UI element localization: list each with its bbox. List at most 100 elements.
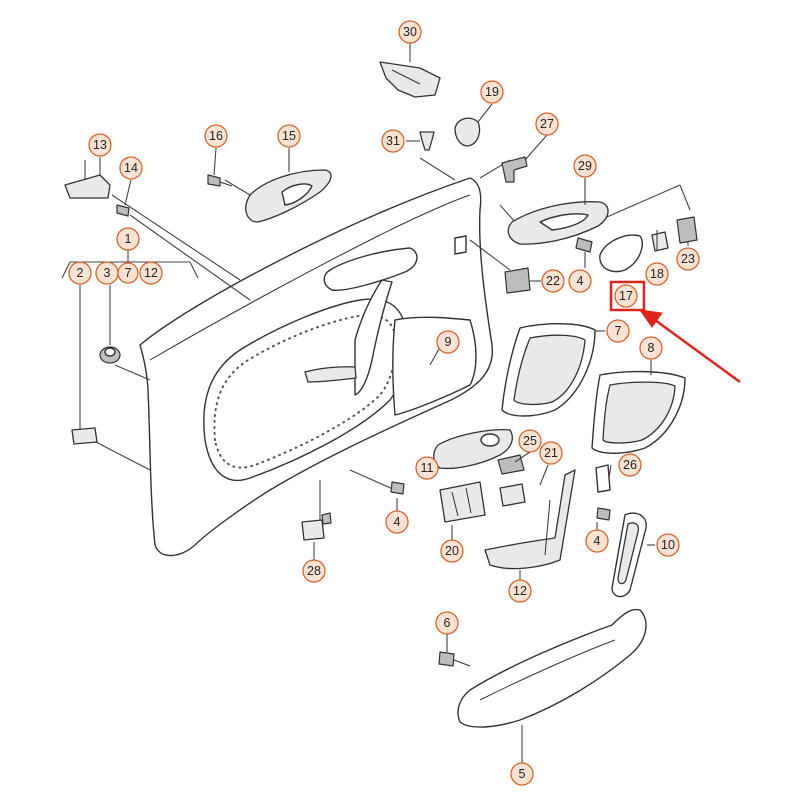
svg-text:7: 7 (615, 324, 622, 338)
highlight-box (609, 280, 646, 312)
callout-20[interactable]: 20 (440, 539, 464, 563)
svg-text:16: 16 (209, 129, 223, 143)
svg-text:3: 3 (104, 266, 111, 280)
callout-2[interactable]: 2 (68, 261, 92, 285)
svg-text:13: 13 (93, 138, 107, 152)
callout-6[interactable]: 6 (435, 611, 459, 635)
svg-text:30: 30 (403, 25, 417, 39)
svg-text:4: 4 (594, 534, 601, 548)
svg-text:20: 20 (445, 544, 459, 558)
svg-text:9: 9 (445, 335, 452, 349)
svg-text:10: 10 (661, 538, 675, 552)
svg-text:14: 14 (124, 161, 138, 175)
callout-11[interactable]: 11 (415, 456, 439, 480)
callout-8[interactable]: 8 (639, 336, 663, 360)
callout-31[interactable]: 31 (381, 129, 405, 153)
part-15-handle-housing (245, 169, 332, 223)
part-16-screw (207, 174, 233, 187)
svg-text:4: 4 (577, 274, 584, 288)
part-18-cover (651, 231, 669, 252)
svg-text:27: 27 (540, 117, 554, 131)
callout-7-trim[interactable]: 7 (606, 319, 630, 343)
group-bracket-1 (61, 250, 199, 279)
part-27-clip (501, 156, 528, 183)
callout-18[interactable]: 18 (645, 262, 669, 286)
callout-30[interactable]: 30 (398, 20, 422, 44)
callout-4-right[interactable]: 4 (585, 529, 609, 553)
highlight-arrow-head (638, 309, 663, 328)
svg-text:22: 22 (546, 274, 560, 288)
callout-5[interactable]: 5 (510, 762, 534, 786)
callout-1[interactable]: 1 (116, 227, 140, 251)
part-14-screw (116, 204, 130, 217)
part-12-armrest-frame (484, 469, 576, 570)
svg-text:26: 26 (623, 458, 637, 472)
svg-text:8: 8 (648, 341, 655, 355)
svg-text:25: 25 (523, 434, 537, 448)
svg-text:29: 29 (578, 159, 592, 173)
callout-21[interactable]: 21 (539, 441, 563, 465)
svg-text:6: 6 (444, 616, 451, 630)
part-22-switch (504, 267, 531, 294)
callout-15[interactable]: 15 (277, 124, 301, 148)
part-4-screw-b (596, 507, 611, 521)
part-31-clip (419, 131, 435, 151)
svg-text:7: 7 (125, 266, 132, 280)
svg-text:31: 31 (386, 134, 400, 148)
part-17-trim-cover (599, 234, 643, 273)
part-28-clip (301, 512, 332, 541)
part-20-switch (439, 481, 486, 523)
part-30-bracket (379, 61, 441, 98)
svg-text:19: 19 (485, 85, 499, 99)
part-21-button (499, 483, 526, 507)
callout-28[interactable]: 28 (302, 559, 326, 583)
callout-13[interactable]: 13 (88, 133, 112, 157)
callout-12-frame[interactable]: 12 (508, 579, 532, 603)
part-10-trim-strip (611, 512, 647, 598)
part-25-gasket (497, 454, 525, 475)
callout-19[interactable]: 19 (480, 80, 504, 104)
part-6-bolt (438, 651, 471, 667)
door-trim-panel (139, 177, 494, 557)
svg-text:28: 28 (307, 564, 321, 578)
callout-17[interactable]: 17 (614, 284, 638, 308)
svg-text:4: 4 (394, 515, 401, 529)
svg-text:12: 12 (513, 584, 527, 598)
svg-text:2: 2 (77, 266, 84, 280)
svg-text:1: 1 (125, 232, 132, 246)
callout-23[interactable]: 23 (676, 247, 700, 271)
highlight-marker (609, 280, 741, 384)
callout-22[interactable]: 22 (541, 269, 565, 293)
svg-text:12: 12 (144, 266, 158, 280)
part-5-armrest-cover (457, 608, 647, 728)
part-13-bracket (64, 160, 111, 199)
part-8-trim-ring (591, 370, 686, 454)
callout-25[interactable]: 25 (518, 429, 542, 453)
callout-16[interactable]: 16 (204, 124, 228, 148)
part-29-interior-handle (507, 201, 609, 253)
callout-26[interactable]: 26 (618, 453, 642, 477)
callout-3[interactable]: 3 (95, 261, 119, 285)
part-23-switch (676, 216, 698, 244)
callout-4-middle[interactable]: 4 (385, 510, 409, 534)
callout-14[interactable]: 14 (119, 156, 143, 180)
part-19-cap (454, 117, 481, 147)
callout-27[interactable]: 27 (535, 112, 559, 136)
callout-7-group[interactable]: 7 (117, 262, 139, 284)
part-2-plug (71, 427, 98, 445)
part-3-grommet (99, 346, 121, 364)
callout-9[interactable]: 9 (436, 330, 460, 354)
svg-text:21: 21 (544, 446, 558, 460)
callout-12-group[interactable]: 12 (139, 261, 163, 285)
svg-text:11: 11 (421, 461, 434, 475)
svg-text:15: 15 (282, 129, 296, 143)
part-4-screw-a (390, 481, 405, 495)
part-26-clip (595, 464, 611, 493)
svg-text:17: 17 (619, 289, 633, 303)
callout-29[interactable]: 29 (573, 154, 597, 178)
part-7-trim-ring (501, 323, 596, 417)
callout-10[interactable]: 10 (656, 533, 680, 557)
callout-4-upper[interactable]: 4 (568, 269, 592, 293)
svg-text:18: 18 (650, 267, 664, 281)
